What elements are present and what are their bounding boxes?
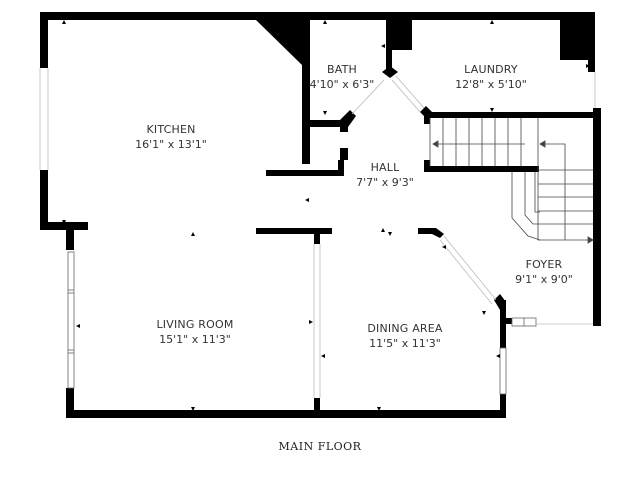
- room-name: DINING AREA: [367, 322, 443, 335]
- room-name: KITCHEN: [146, 123, 196, 136]
- room-dining-area: DINING AREA 11'5" x 11'3": [367, 321, 442, 351]
- room-dimensions: 15'1" x 11'3": [159, 333, 231, 346]
- room-dimensions: 12'8" x 5'10": [455, 78, 527, 91]
- room-kitchen: KITCHEN 16'1" x 13'1": [135, 122, 207, 152]
- room-hall: HALL 7'7" x 9'3": [356, 160, 414, 190]
- dimension-ticks: [62, 20, 590, 411]
- windows: [67, 251, 537, 395]
- room-laundry: LAUNDRY 12'8" x 5'10": [455, 62, 527, 92]
- room-dimensions: 11'5" x 11'3": [369, 337, 441, 350]
- room-name: BATH: [326, 63, 358, 76]
- room-dimensions: 9'1" x 9'0": [515, 273, 573, 286]
- staircase: [429, 118, 594, 244]
- room-living-room: LIVING ROOM 15'1" x 11'3": [156, 317, 233, 347]
- room-name: LAUNDRY: [464, 63, 518, 76]
- room-foyer: FOYER 9'1" x 9'0": [515, 257, 573, 287]
- room-name: HALL: [370, 161, 400, 174]
- floor-title: MAIN FLOOR: [278, 440, 362, 453]
- walls: [40, 12, 601, 418]
- openings: [39, 68, 596, 398]
- room-name: FOYER: [525, 258, 563, 271]
- room-dimensions: 4'10" x 6'3": [309, 78, 375, 91]
- room-bath: BATH 4'10" x 6'3": [310, 62, 375, 92]
- room-dimensions: 7'7" x 9'3": [356, 176, 414, 189]
- room-name: LIVING ROOM: [156, 318, 234, 331]
- room-dimensions: 16'1" x 13'1": [135, 138, 207, 151]
